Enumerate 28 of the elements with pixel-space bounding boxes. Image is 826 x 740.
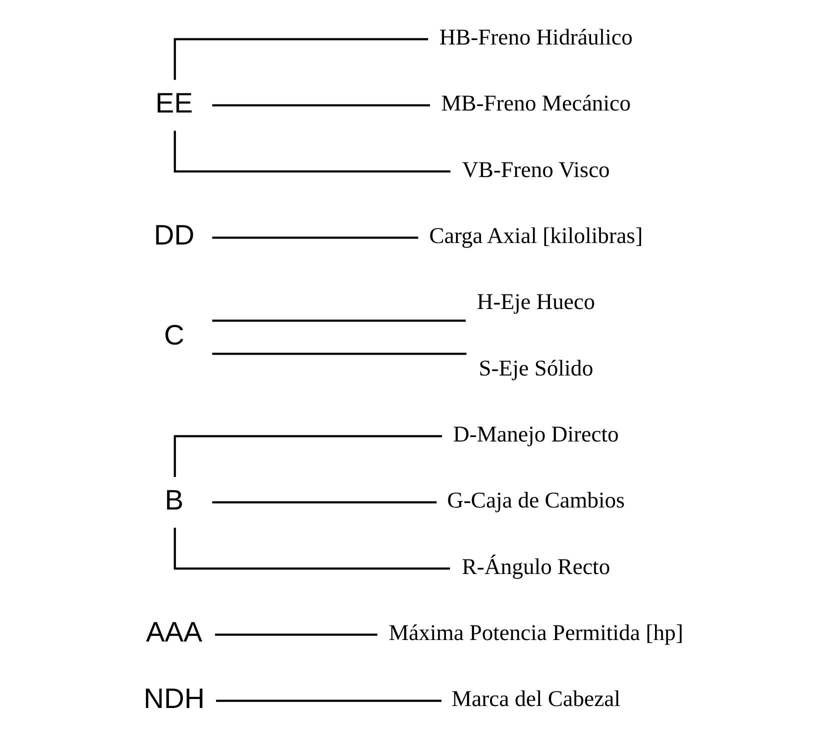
connector [212,352,466,355]
node-text: D-Manejo Directo [452,422,618,447]
connector [173,528,450,570]
node-text: AAA [146,616,202,648]
connector [216,700,441,702]
node-text: HB-Freno Hidráulico [438,24,632,50]
node-text: H-Eje Hueco [476,289,595,314]
connector [173,130,450,173]
connector [214,634,377,636]
node-text: B [164,484,184,516]
node-text: EE [154,87,192,118]
node-text: DD [153,220,194,251]
node-text: VB-Freno Visco [462,156,610,182]
node-text: S-Eje Sólido [478,355,593,380]
node-text: NDH [143,682,204,714]
node-text: Carga Axial [kilolibras] [428,223,642,248]
connector [212,320,466,322]
node-text: Máxima Potencia Permitida [hp] [388,620,683,646]
node-text: Marca del Cabezal [451,686,620,712]
connector [212,501,436,504]
node-text: C [164,320,184,351]
connector [212,236,418,239]
node-text: MB-Freno Mecánico [440,90,630,116]
connector [173,435,442,477]
node-text: R-Ángulo Recto [461,554,610,579]
connector [212,104,430,106]
connector [173,38,428,80]
node-text: G-Caja de Cambios [446,488,624,513]
